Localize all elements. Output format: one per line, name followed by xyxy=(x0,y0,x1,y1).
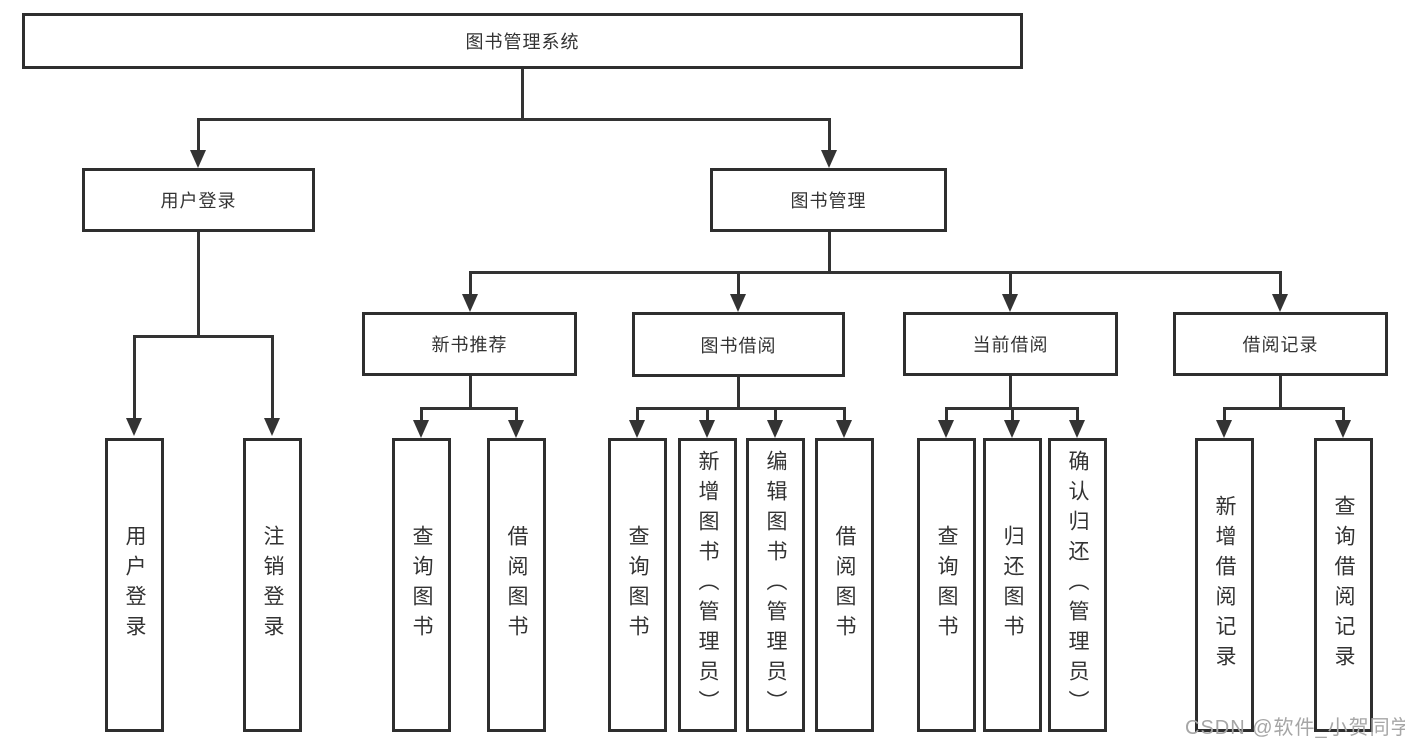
leaf-logout: 注销登录 xyxy=(243,438,302,732)
node-user-login: 用户登录 xyxy=(82,168,315,232)
node-current-borrow-label: 当前借阅 xyxy=(972,335,1049,355)
node-root-label: 图书管理系统 xyxy=(465,32,580,52)
connector-line xyxy=(469,271,472,295)
leaf-return-books-label: 归还图书 xyxy=(1001,525,1024,645)
leaf-return-books: 归还图书 xyxy=(983,438,1042,732)
arrow-down-icon xyxy=(730,294,746,312)
connector-line xyxy=(469,271,1282,274)
connector-line xyxy=(197,118,831,121)
leaf-confirm-return-admin-label: 确认归还（管理员） xyxy=(1066,450,1089,720)
leaf-query-books-current-label: 查询图书 xyxy=(935,525,958,645)
arrow-down-icon xyxy=(821,150,837,168)
leaf-query-borrow-record: 查询借阅记录 xyxy=(1314,438,1373,732)
arrow-down-icon xyxy=(190,150,206,168)
leaf-query-books-borrow: 查询图书 xyxy=(608,438,667,732)
arrow-down-icon xyxy=(767,420,783,438)
node-borrow-records-label: 借阅记录 xyxy=(1242,335,1319,355)
connector-line xyxy=(1279,271,1282,295)
connector-line xyxy=(271,335,274,419)
arrow-down-icon xyxy=(699,420,715,438)
connector-line xyxy=(737,271,740,295)
watermark: CSDN @软件_小贺同学 xyxy=(1185,717,1405,739)
connector-line xyxy=(1223,407,1226,421)
connector-line xyxy=(737,377,740,409)
connector-line xyxy=(515,407,518,421)
connector-line xyxy=(133,335,136,419)
node-user-login-label: 用户登录 xyxy=(160,191,237,211)
connector-line xyxy=(420,407,518,410)
connector-line xyxy=(1009,376,1012,409)
leaf-borrow-books-recommend: 借阅图书 xyxy=(487,438,546,732)
leaf-query-books-current: 查询图书 xyxy=(917,438,976,732)
arrow-down-icon xyxy=(1216,420,1232,438)
node-root: 图书管理系统 xyxy=(22,13,1023,69)
leaf-query-books-borrow-label: 查询图书 xyxy=(626,525,649,645)
leaf-query-books-recommend: 查询图书 xyxy=(392,438,451,732)
connector-line xyxy=(828,232,831,274)
arrow-down-icon xyxy=(508,420,524,438)
leaf-user-login-label: 用户登录 xyxy=(123,525,146,645)
connector-line xyxy=(636,407,846,410)
connector-line xyxy=(1223,407,1344,410)
node-book-management-label: 图书管理 xyxy=(790,191,867,211)
connector-line xyxy=(1076,407,1079,421)
leaf-add-borrow-record-label: 新增借阅记录 xyxy=(1213,495,1236,675)
leaf-add-books-admin-label: 新增图书（管理员） xyxy=(696,450,719,720)
node-current-borrow: 当前借阅 xyxy=(903,312,1118,376)
arrow-down-icon xyxy=(629,420,645,438)
leaf-logout-label: 注销登录 xyxy=(261,525,284,645)
arrow-down-icon xyxy=(1002,294,1018,312)
leaf-borrow-books-label: 借阅图书 xyxy=(833,525,856,645)
node-book-management: 图书管理 xyxy=(710,168,947,232)
arrow-down-icon xyxy=(126,418,142,436)
leaf-add-books-admin: 新增图书（管理员） xyxy=(678,438,737,732)
arrow-down-icon xyxy=(1335,420,1351,438)
arrow-down-icon xyxy=(462,294,478,312)
leaf-query-borrow-record-label: 查询借阅记录 xyxy=(1332,495,1355,675)
connector-line xyxy=(1342,407,1345,421)
connector-line xyxy=(420,407,423,421)
arrow-down-icon xyxy=(1069,420,1085,438)
leaf-edit-books-admin-label: 编辑图书（管理员） xyxy=(764,450,787,720)
connector-line xyxy=(774,407,777,421)
connector-line xyxy=(1011,407,1014,421)
connector-line xyxy=(706,407,709,421)
connector-line xyxy=(945,407,948,421)
leaf-query-books-recommend-label: 查询图书 xyxy=(410,525,433,645)
arrow-down-icon xyxy=(938,420,954,438)
connector-line xyxy=(843,407,846,421)
connector-line xyxy=(469,376,472,409)
connector-line xyxy=(1279,376,1282,409)
arrow-down-icon xyxy=(1272,294,1288,312)
arrow-down-icon xyxy=(836,420,852,438)
arrow-down-icon xyxy=(1004,420,1020,438)
leaf-confirm-return-admin: 确认归还（管理员） xyxy=(1048,438,1107,732)
connector-line xyxy=(133,335,274,338)
arrow-down-icon xyxy=(413,420,429,438)
connector-line xyxy=(828,118,831,152)
leaf-borrow-books: 借阅图书 xyxy=(815,438,874,732)
connector-line xyxy=(521,69,524,120)
connector-line xyxy=(197,118,200,152)
leaf-add-borrow-record: 新增借阅记录 xyxy=(1195,438,1254,732)
connector-line xyxy=(636,407,639,421)
node-book-borrow: 图书借阅 xyxy=(632,312,845,377)
node-new-book-recommend: 新书推荐 xyxy=(362,312,577,376)
connector-line xyxy=(197,232,200,337)
leaf-borrow-books-recommend-label: 借阅图书 xyxy=(505,525,528,645)
leaf-edit-books-admin: 编辑图书（管理员） xyxy=(746,438,805,732)
leaf-user-login: 用户登录 xyxy=(105,438,164,732)
node-book-borrow-label: 图书借阅 xyxy=(700,335,777,356)
node-borrow-records: 借阅记录 xyxy=(1173,312,1388,376)
node-new-book-recommend-label: 新书推荐 xyxy=(431,335,508,355)
connector-line xyxy=(1009,271,1012,295)
arrow-down-icon xyxy=(264,418,280,436)
